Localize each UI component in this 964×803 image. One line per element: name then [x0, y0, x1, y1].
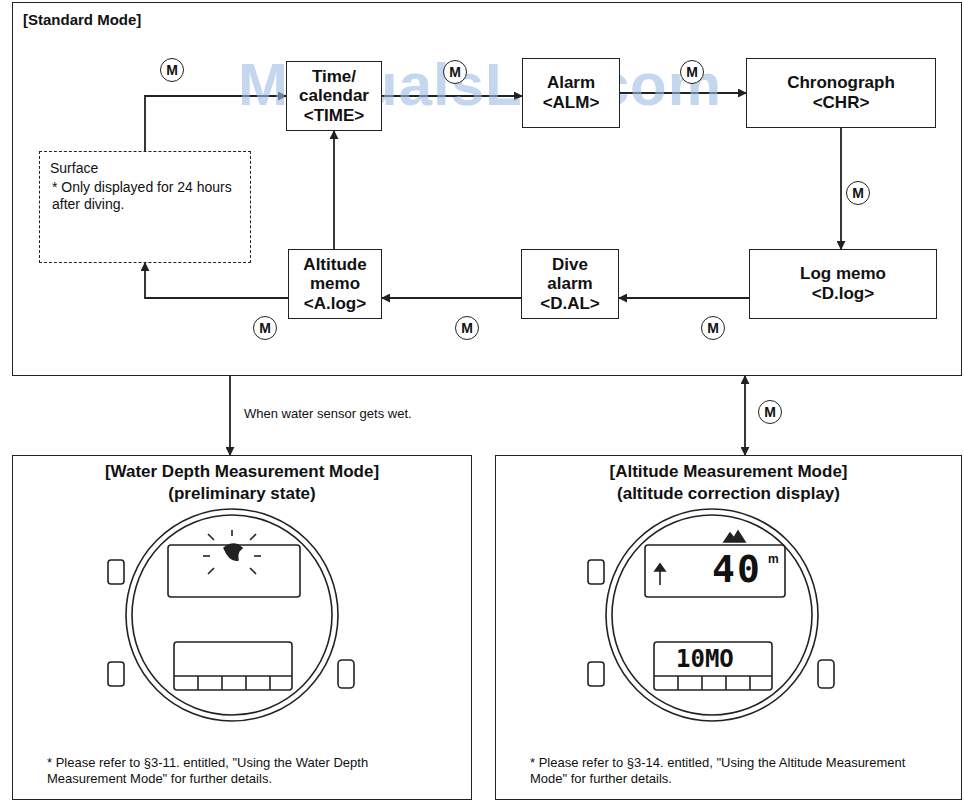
mode-name: Log memo [800, 264, 886, 284]
mode-panel: [Water Depth Measurement Mode](prelimina… [12, 455, 472, 800]
mode-name: Dive alarm [528, 255, 612, 294]
mode-box: Chronograph<CHR> [746, 58, 936, 128]
mode-box: Time/ calendar<TIME> [286, 61, 382, 131]
mode-code: <ALM> [543, 93, 600, 113]
note-text: * Please refer to §3-11. entitled, "Usin… [47, 755, 447, 788]
altitude-watch [588, 509, 834, 721]
button-label: M [455, 316, 479, 340]
panel-title: (preliminary state) [13, 484, 471, 504]
panel-title: [Standard Mode] [23, 11, 141, 28]
mode-arrow [229, 376, 231, 455]
mode-arrow [744, 376, 746, 455]
surface-box: Surface * Only displayed for 24 hours aft… [39, 151, 251, 263]
mode-arrow [333, 131, 335, 249]
button-label: M [758, 400, 782, 424]
mode-code: <CHR> [813, 93, 870, 113]
panel-title: (altitude correction display) [496, 484, 961, 504]
mode-panel: [Altitude Measurement Mode](altitude cor… [495, 455, 962, 800]
mode-arrow [619, 297, 749, 299]
panel-title: [Altitude Measurement Mode] [496, 462, 961, 482]
mode-box: Log memo<D.log> [749, 249, 937, 319]
button-label: M [253, 316, 277, 340]
mode-name: Time/ calendar [293, 67, 375, 106]
box-title: Surface [50, 160, 240, 177]
mode-arrow [840, 128, 842, 249]
mode-name: Altitude memo [295, 255, 375, 294]
button-label: M [160, 58, 184, 82]
dive-watch [108, 509, 354, 721]
mode-code: <TIME> [304, 106, 364, 126]
mode-name: Chronograph [787, 73, 895, 93]
mode-code: <D.log> [812, 284, 874, 304]
mode-arrow [145, 263, 288, 298]
edge-label: When water sensor gets wet. [242, 406, 414, 421]
mode-box: Alarm<ALM> [522, 58, 620, 128]
mode-box: Altitude memo<A.log> [288, 249, 382, 319]
mode-name: Alarm [547, 73, 595, 93]
panel-title: [Water Depth Measurement Mode] [13, 462, 471, 482]
button-label: M [701, 316, 725, 340]
mode-box: Dive alarm<D.AL> [521, 249, 619, 319]
button-label: M [846, 181, 870, 205]
display-unit: m [768, 552, 779, 566]
mode-code: <A.log> [304, 294, 366, 314]
button-label: M [680, 60, 704, 84]
note-text: * Please refer to §3-14. entitled, "Usin… [530, 755, 937, 788]
display-digits: 40 [712, 547, 762, 591]
display-digits: 10MO [676, 645, 734, 673]
mode-arrow [382, 297, 521, 299]
mode-code: <D.AL> [540, 294, 600, 314]
button-label: M [443, 60, 467, 84]
note-text: * Only displayed for 24 hours after divi… [50, 179, 240, 213]
